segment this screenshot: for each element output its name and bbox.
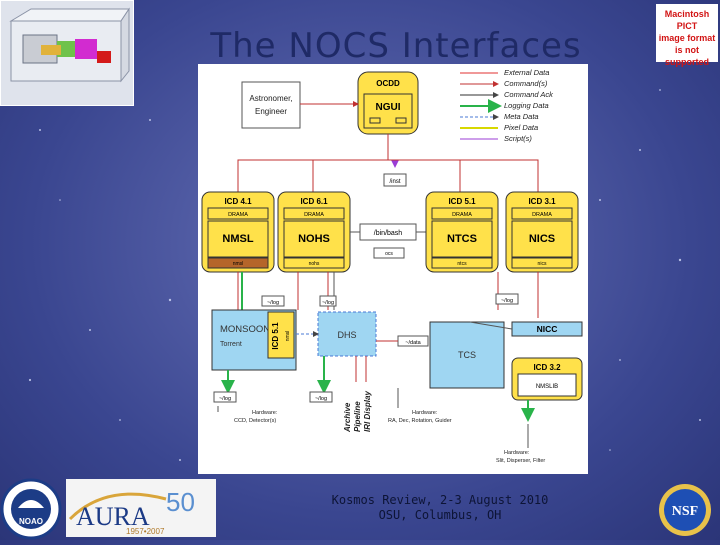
nmsl-label: NMSL: [222, 233, 253, 245]
unsupported-image-notice: Macintosh PICT image format is not suppo…: [656, 4, 718, 67]
notice-line-3: is not supported: [665, 45, 709, 67]
nsf-logo-graphic: NSF: [659, 484, 711, 536]
drama-label: DRAMA: [304, 212, 324, 218]
ntcs-label: NTCS: [447, 233, 477, 245]
inst-label: /inst: [389, 179, 400, 185]
iri-display-label: IRI Display: [363, 391, 372, 432]
legend-scripts: Script(s): [504, 134, 532, 143]
hw-right-2: Slit, Disperser, Filter: [496, 458, 545, 464]
icd-3-2-label: ICD 3.2: [533, 363, 561, 372]
aura-logo-graphic: AURA 50 1957•2007: [68, 487, 195, 536]
legend-pixel-data: Pixel Data: [504, 123, 538, 132]
archive-labels: Archive Pipeline IRI Display: [343, 391, 372, 433]
monsoon-label: MONSOON: [220, 324, 270, 335]
binbash-label: /bin/bash: [374, 230, 403, 237]
hw-mid-2: RA, Dec, Rotation, Guider: [388, 418, 452, 424]
noao-text: NOAO: [19, 517, 43, 526]
noao-seal-graphic: NOAO: [0, 478, 62, 540]
legend-commands: Command(s): [504, 79, 548, 88]
log-label-2: ~/log: [322, 300, 334, 306]
legend-external-data: External Data: [504, 68, 549, 77]
aura-50: 50: [166, 487, 195, 517]
icd-5-1-vertical: ICD 5.1: [271, 322, 280, 350]
interface-diagram: Astronomer, Engineer OCDD NGUI External …: [198, 64, 588, 474]
nohs-label: NOHS: [298, 233, 330, 245]
dhs-label: DHS: [337, 330, 356, 340]
log-label-5: ~/log: [315, 396, 327, 402]
nics-sub: nics: [538, 261, 547, 267]
ocdd-label: OCDD: [376, 79, 400, 88]
aura-years: 1957•2007: [126, 527, 165, 536]
noao-logo: NOAO: [0, 478, 62, 540]
icd-3-2-box: ICD 3.2 NMSLIB: [511, 357, 583, 401]
icd-nmsl: ICD 4.1 DRAMA NMSL nmsl: [201, 191, 275, 273]
nohs-sub: nohs: [309, 261, 320, 267]
icd-5-1-label: ICD 5.1: [448, 197, 476, 206]
hw-left-2: CCD, Detector(s): [234, 418, 276, 424]
pipeline-label: Pipeline: [353, 401, 362, 432]
hw-mid-1: Hardware:: [412, 410, 438, 416]
data-label: ~/data: [405, 340, 421, 346]
legend-logging-data: Logging Data: [504, 101, 549, 110]
icd-6-1-label: ICD 6.1: [300, 197, 328, 206]
instrument-render-image: [0, 0, 134, 106]
icd-5-1-small: nmsl: [285, 331, 291, 342]
nmslib-label: NMSLIB: [536, 384, 558, 390]
monsoon-box: MONSOON Torrent ICD 5.1 nmsl: [211, 309, 297, 371]
dhs-box: DHS: [296, 311, 377, 357]
notice-line-2: image format: [658, 33, 716, 43]
log-label-3: ~/log: [501, 298, 513, 304]
log-label-4: ~/log: [219, 396, 231, 402]
legend-meta-data: Meta Data: [504, 112, 539, 121]
legend-command-ack: Command Ack: [504, 90, 554, 99]
instrument-cad-graphic: [9, 7, 130, 83]
drama-label: DRAMA: [532, 212, 552, 218]
astronomer-line-2: Engineer: [255, 107, 287, 116]
tcs-box: TCS: [429, 321, 505, 389]
drama-label: DRAMA: [452, 212, 472, 218]
hw-right-1: Hardware:: [504, 450, 530, 456]
icd-3-1-label: ICD 3.1: [528, 197, 556, 206]
tcs-label: TCS: [458, 350, 476, 360]
notice-line-1: Macintosh PICT: [664, 9, 710, 31]
monsoon-sub: Torrent: [220, 341, 242, 348]
nics-label: NICS: [529, 233, 555, 245]
log-label-1: ~/log: [267, 300, 279, 306]
nsf-logo: NSF: [656, 482, 714, 538]
aura-logo: AURA 50 1957•2007: [66, 479, 216, 537]
binbash-box: /bin/bash ocs: [350, 223, 426, 259]
footer-line-1: Kosmos Review, 2-3 August 2010: [331, 493, 549, 507]
icd-4-1-label: ICD 4.1: [224, 197, 252, 206]
nsf-text: NSF: [672, 504, 698, 519]
ntcs-sub: ntcs: [457, 261, 467, 267]
icd-nics: ICD 3.1 DRAMA NICS nics: [505, 191, 579, 273]
slide-title: The NOCS Interfaces: [210, 26, 582, 66]
legend: External Data Command(s) Command Ack Log…: [460, 68, 554, 143]
archive-label: Archive: [343, 402, 352, 433]
icd-nohs: ICD 6.1 DRAMA NOHS nohs: [277, 191, 351, 273]
ngui-label: NGUI: [376, 102, 401, 113]
aura-text: AURA: [76, 502, 150, 531]
astronomer-line-1: Astronomer,: [249, 94, 292, 103]
hw-left-1: Hardware:: [252, 410, 278, 416]
slide-footer: Kosmos Review, 2-3 August 2010 OSU, Colu…: [300, 493, 580, 523]
footer-line-2: OSU, Columbus, OH: [378, 508, 502, 522]
nmsl-sub: nmsl: [233, 261, 244, 267]
drama-label: DRAMA: [228, 212, 248, 218]
nicc-label: NICC: [537, 324, 558, 334]
hardware-notes: Hardware: CCD, Detector(s) Hardware: RA,…: [234, 410, 545, 464]
binbash-sub: ocs: [385, 251, 393, 257]
diagram-canvas: Astronomer, Engineer OCDD NGUI External …: [201, 68, 583, 464]
icd-ntcs: ICD 5.1 DRAMA NTCS ntcs: [425, 191, 499, 273]
